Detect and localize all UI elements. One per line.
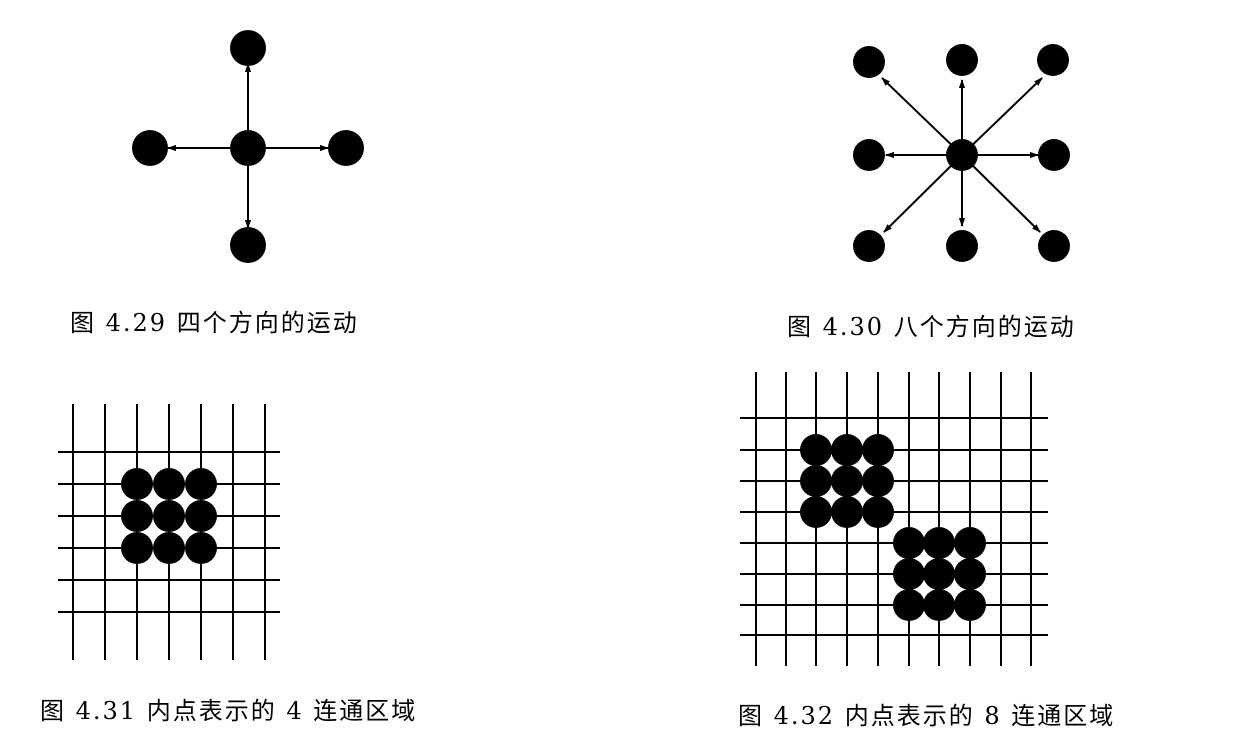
region-dot <box>831 465 863 497</box>
center-dot <box>230 130 266 166</box>
four-connected-grid <box>58 404 280 660</box>
region-dot <box>893 558 925 590</box>
right-dot <box>1038 139 1070 171</box>
figure-4-31: 图 4.31 内点表示的 4 连通区域 <box>0 360 600 736</box>
arrow-down-left <box>883 154 963 233</box>
region-dot <box>862 434 894 466</box>
region-dot <box>954 589 986 621</box>
caption-4-30: 图 4.30 八个方向的运动 <box>787 313 1076 341</box>
figure-4-32: 图 4.32 内点表示的 8 连通区域 <box>600 360 1250 736</box>
center-dot <box>946 139 978 171</box>
top-dot <box>230 30 266 66</box>
region-dot <box>831 434 863 466</box>
bottom-dot <box>946 230 978 262</box>
region-dot <box>893 589 925 621</box>
region-dot <box>923 558 955 590</box>
four-direction-diagram <box>132 30 364 263</box>
top-left-dot <box>853 46 885 78</box>
left-dot <box>853 139 885 171</box>
arrow-up-left <box>881 77 963 156</box>
region-dot <box>831 496 863 528</box>
region-dot <box>893 527 925 559</box>
top-dot <box>946 44 978 76</box>
eight-direction-diagram <box>853 44 1070 262</box>
arrow-down-right <box>961 154 1041 233</box>
region-dot <box>800 434 832 466</box>
region-dot <box>923 527 955 559</box>
region-dot <box>153 468 185 500</box>
caption-4-31: 图 4.31 内点表示的 4 连通区域 <box>40 697 418 725</box>
bottom-left-dot <box>853 230 885 262</box>
bottom-dot <box>230 227 266 263</box>
region-dot <box>185 500 217 532</box>
region-dot <box>954 558 986 590</box>
right-dot <box>328 130 364 166</box>
region-dot <box>121 500 153 532</box>
arrow-up-right <box>961 77 1043 156</box>
figure-4-29: 图 4.29 四个方向的运动 <box>0 0 600 340</box>
region-dot <box>954 527 986 559</box>
region-dot <box>121 532 153 564</box>
region-dot <box>153 500 185 532</box>
caption-4-29: 图 4.29 四个方向的运动 <box>70 309 359 337</box>
bottom-right-dot <box>1038 230 1070 262</box>
region-dot <box>800 496 832 528</box>
caption-4-32: 图 4.32 内点表示的 8 连通区域 <box>738 702 1116 730</box>
region-dot <box>185 532 217 564</box>
left-dot <box>132 130 168 166</box>
region-dot <box>800 465 832 497</box>
region-dot <box>185 468 217 500</box>
region-dot <box>862 496 894 528</box>
figure-4-30: 图 4.30 八个方向的运动 <box>600 0 1250 341</box>
region-dot <box>121 468 153 500</box>
region-dot <box>862 465 894 497</box>
eight-connected-grid <box>740 372 1048 666</box>
top-right-dot <box>1037 44 1069 76</box>
region-dot <box>923 589 955 621</box>
region-dot <box>153 532 185 564</box>
